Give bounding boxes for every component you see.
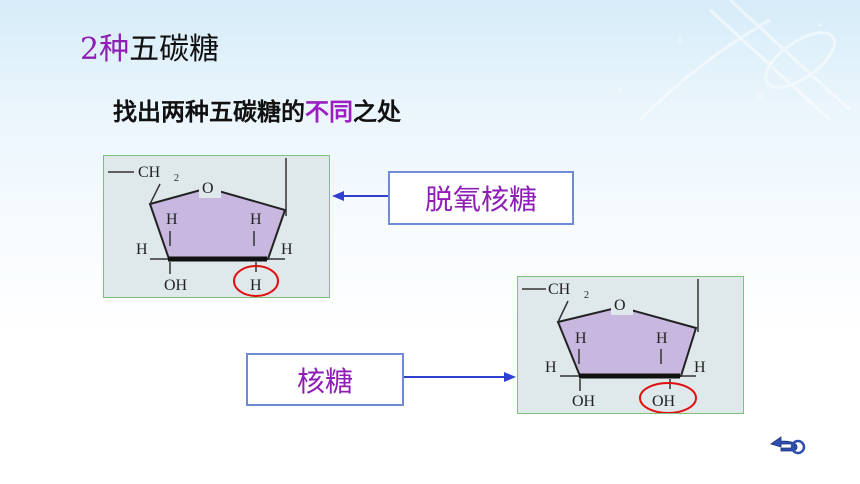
return-arrow-icon[interactable] bbox=[767, 433, 807, 455]
oxygen-background bbox=[199, 178, 221, 198]
bottom-right-h-label: H bbox=[250, 277, 262, 294]
subtitle-highlight: 不同 bbox=[305, 98, 353, 126]
ribose-label-box: 核糖 bbox=[246, 353, 404, 406]
title-keyword: 种 bbox=[99, 32, 130, 67]
deoxyribose-structure: CH 2 O H H H H OH H bbox=[103, 155, 330, 298]
h-right-label: H bbox=[694, 359, 706, 376]
h-left-label: H bbox=[545, 359, 557, 376]
oxygen-background bbox=[611, 295, 633, 315]
ch2-to-ring-bond bbox=[149, 183, 161, 205]
difference-highlight-circle bbox=[639, 382, 697, 413]
ch2-label: CH bbox=[548, 281, 571, 298]
subtitle-suffix: 之处 bbox=[353, 98, 401, 126]
slide-subtitle: 找出两种五碳糖的不同之处 bbox=[113, 96, 401, 128]
slide-title: 2种五碳糖 bbox=[80, 30, 219, 70]
deoxyribose-label-box: 脱氧核糖 bbox=[388, 171, 574, 225]
h-left-up-label: H bbox=[575, 330, 587, 347]
h-left-label: H bbox=[136, 241, 148, 258]
oh-label: OH bbox=[164, 277, 188, 294]
ch2-label: CH bbox=[138, 164, 161, 181]
ribose-diagram: CH 2 O H H H H OH OH bbox=[522, 279, 706, 413]
h-right-label: H bbox=[281, 241, 293, 258]
difference-highlight-circle bbox=[233, 265, 279, 297]
background-decoration bbox=[618, 0, 852, 122]
h-right-up-label: H bbox=[656, 330, 668, 347]
ribose-structure: CH 2 O H H H H OH OH bbox=[517, 276, 744, 414]
arrow-head-ribose bbox=[504, 372, 516, 382]
title-text: 五碳糖 bbox=[129, 32, 220, 67]
ch2-subscript: 2 bbox=[174, 173, 179, 184]
subtitle-prefix: 找出两种五碳糖的 bbox=[113, 98, 305, 126]
ch2-subscript: 2 bbox=[584, 290, 589, 301]
oxygen-label: O bbox=[614, 297, 626, 314]
oxygen-label: O bbox=[202, 180, 214, 197]
h-right-up-label: H bbox=[250, 211, 262, 228]
ribose-label: 核糖 bbox=[296, 364, 353, 398]
oh-label: OH bbox=[572, 393, 596, 410]
ring-shape bbox=[148, 186, 287, 260]
title-number: 2 bbox=[80, 32, 100, 67]
deoxyribose-label: 脱氧核糖 bbox=[424, 183, 537, 216]
deoxyribose-diagram: CH 2 O H H H H OH H bbox=[108, 158, 293, 297]
h-left-up-label: H bbox=[166, 211, 178, 228]
arrow-head-deoxyribose bbox=[332, 191, 344, 201]
bottom-right-oh-label: OH bbox=[652, 393, 676, 410]
ch2-to-ring-bond bbox=[557, 300, 569, 323]
